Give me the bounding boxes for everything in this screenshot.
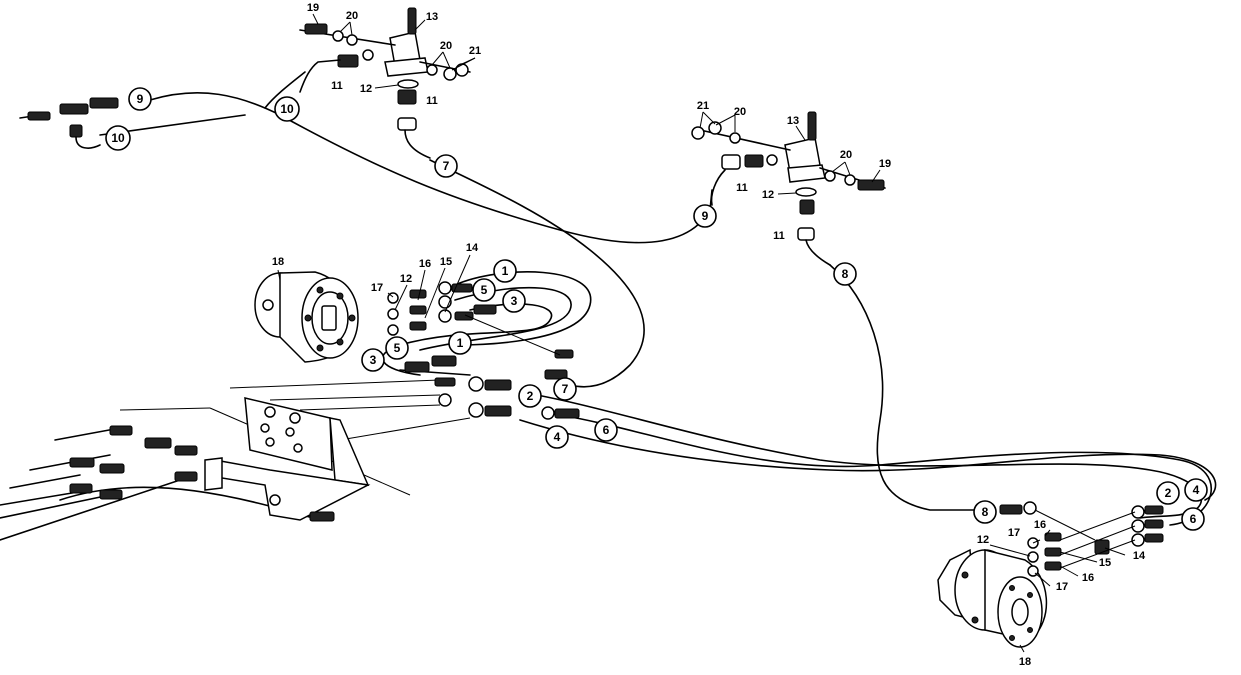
left-motor (254, 271, 359, 363)
label-20-a: 20 (346, 10, 358, 22)
callout-5-top: 5 (472, 278, 496, 302)
label-18-b: 18 (1019, 656, 1031, 668)
svg-text:5: 5 (394, 341, 401, 355)
label-12-a: 12 (360, 83, 372, 95)
label-15-b: 15 (1099, 557, 1111, 569)
callout-2-mid: 2 (518, 384, 542, 408)
callout-5-mid: 5 (385, 336, 409, 360)
label-13-b: 13 (787, 115, 799, 127)
callout-2-right: 2 (1156, 481, 1180, 505)
callout-1-top: 1 (493, 259, 517, 283)
left-fittings (27, 97, 335, 522)
svg-text:7: 7 (562, 382, 569, 396)
right-motor-fittings (999, 501, 1164, 577)
hose-5 (419, 286, 572, 351)
callout-6-mid: 6 (594, 418, 618, 442)
callout-8-bottom: 8 (973, 500, 997, 524)
svg-text:7: 7 (443, 159, 450, 173)
label-12-c: 12 (400, 273, 412, 285)
svg-text:8: 8 (982, 505, 989, 519)
label-11-c: 11 (736, 182, 748, 194)
callout-9-right: 9 (693, 204, 717, 228)
hose-8 (829, 264, 976, 511)
leader-lines (277, 13, 1126, 653)
callout-6-right: 6 (1181, 507, 1205, 531)
label-17-c: 17 (1056, 581, 1068, 593)
label-15-a: 15 (440, 256, 452, 268)
callout-1-mid: 1 (448, 331, 472, 355)
svg-text:6: 6 (603, 423, 610, 437)
label-16-b: 16 (1034, 519, 1046, 531)
svg-text:9: 9 (137, 92, 144, 106)
svg-text:2: 2 (527, 389, 534, 403)
label-16-c: 16 (1082, 572, 1094, 584)
label-20-d: 20 (840, 149, 852, 161)
hose-6 (559, 414, 1212, 526)
label-17-b: 17 (1008, 527, 1020, 539)
hose-9 (149, 91, 713, 244)
svg-text:1: 1 (502, 264, 509, 278)
callout-3-top: 3 (502, 289, 526, 313)
label-11-d: 11 (773, 230, 785, 242)
label-14-a: 14 (466, 242, 479, 254)
svg-text:9: 9 (702, 209, 709, 223)
svg-text:10: 10 (111, 131, 125, 145)
label-12-d: 12 (977, 534, 989, 546)
right-valve-assembly (691, 111, 886, 266)
svg-text:8: 8 (842, 267, 849, 281)
svg-text:3: 3 (370, 353, 377, 367)
svg-text:10: 10 (280, 102, 294, 116)
label-19-b: 19 (879, 158, 891, 170)
callout-4-mid: 4 (545, 425, 569, 449)
left-motor-fittings (387, 281, 580, 420)
label-21-a: 21 (469, 45, 481, 57)
svg-text:6: 6 (1190, 512, 1197, 526)
hose-4 (519, 419, 1217, 501)
svg-text:4: 4 (554, 430, 561, 444)
label-18-a: 18 (272, 256, 284, 268)
callout-9-left: 9 (128, 87, 152, 111)
label-12-b: 12 (762, 189, 774, 201)
svg-text:3: 3 (511, 294, 518, 308)
svg-text:2: 2 (1165, 486, 1172, 500)
label-20-c: 20 (734, 106, 746, 118)
right-motor (937, 548, 1048, 648)
label-14-b: 14 (1133, 550, 1146, 562)
part-labels: 19 20 13 20 21 11 12 11 21 20 13 20 19 1… (272, 2, 1146, 668)
hose-10 (264, 71, 306, 109)
callout-7-top: 7 (434, 154, 458, 178)
label-11-b: 11 (426, 95, 438, 107)
callouts: 9 10 10 7 9 8 1 5 3 1 5 3 7 2 4 6 8 2 4 … (105, 87, 1208, 531)
label-21-b: 21 (697, 100, 709, 112)
label-13-a: 13 (426, 11, 438, 23)
label-17-a: 17 (371, 282, 383, 294)
top-valve-assembly (299, 7, 471, 159)
callout-4-right: 4 (1184, 478, 1208, 502)
callout-10-a: 10 (274, 96, 300, 122)
callout-10-b: 10 (105, 125, 131, 151)
hose-7 (429, 159, 645, 388)
callout-7-mid: 7 (553, 377, 577, 401)
svg-text:5: 5 (481, 283, 488, 297)
mounting-bracket (204, 397, 371, 521)
label-19-a: 19 (307, 2, 319, 14)
svg-text:4: 4 (1193, 483, 1200, 497)
label-20-b: 20 (440, 40, 452, 52)
svg-text:1: 1 (457, 336, 464, 350)
callout-3-mid: 3 (361, 348, 385, 372)
label-16-a: 16 (419, 258, 431, 270)
callout-8-top: 8 (833, 262, 857, 286)
label-11-a: 11 (331, 80, 343, 92)
